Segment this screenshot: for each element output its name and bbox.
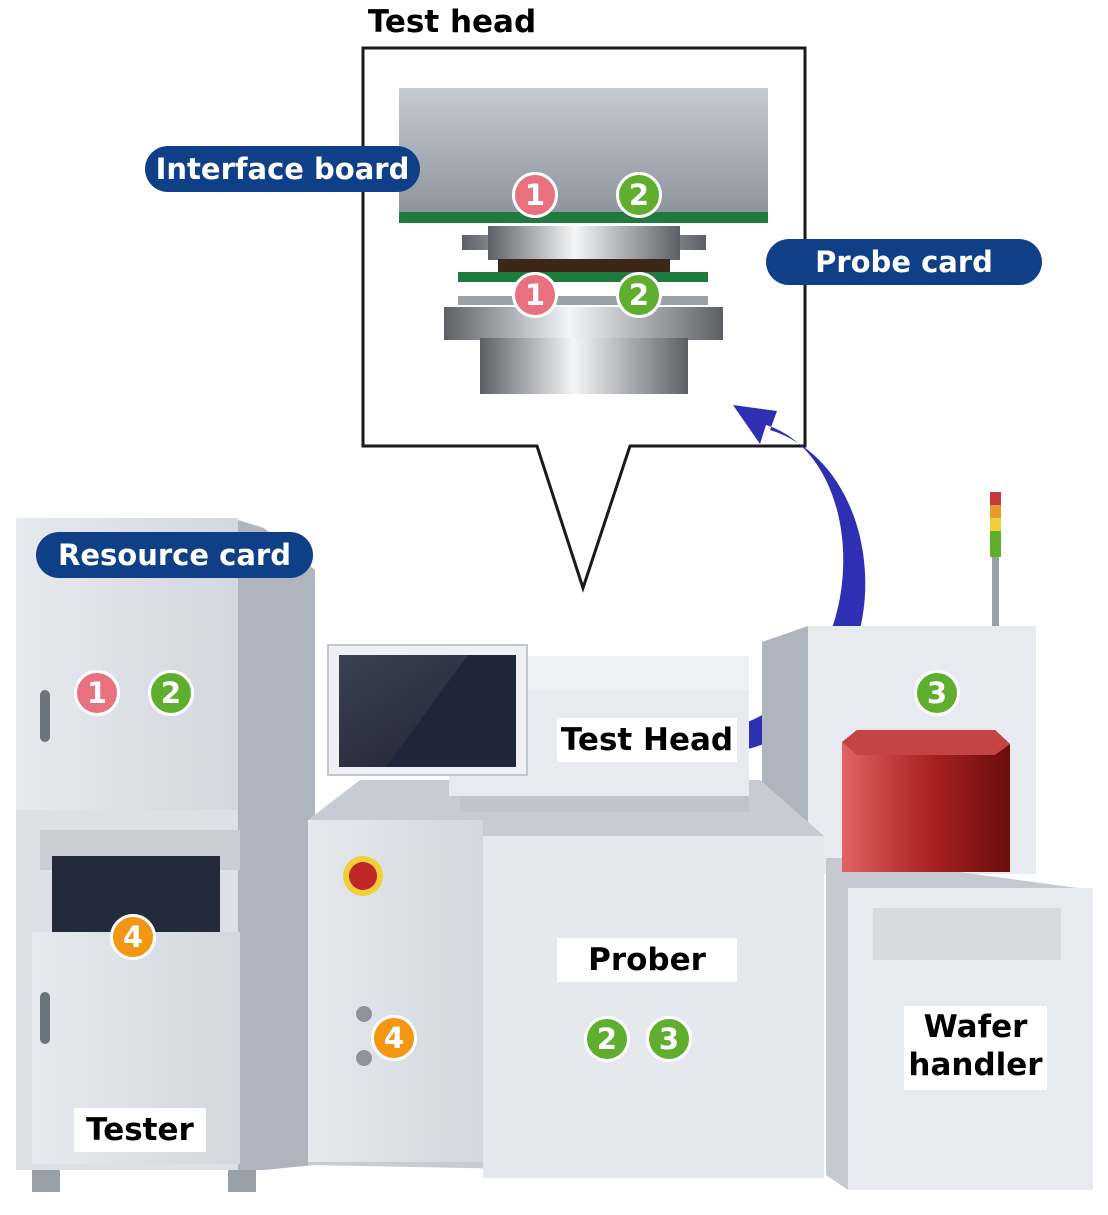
- probe-card-stiffener: [458, 296, 708, 305]
- chuck-ring: [444, 307, 723, 340]
- wafer-handler-label-line1: Wafer: [923, 1009, 1028, 1045]
- test-head-callout-title: Test head: [364, 2, 540, 42]
- badge-1-resource-card: 1: [74, 670, 120, 716]
- badge-2-prober: 2: [584, 1016, 630, 1062]
- badge-2-resource-card: 2: [148, 670, 194, 716]
- prober-label: Prober: [557, 938, 737, 982]
- badge-3-wafer-handler: 3: [914, 670, 960, 716]
- tester-label: Tester: [74, 1108, 206, 1152]
- chuck-body: [480, 338, 688, 394]
- tester-cabinet: [16, 518, 315, 1192]
- resource-card-label: Resource card: [36, 532, 313, 578]
- interface-ring-inner: [488, 226, 680, 260]
- wafer-handler: [762, 492, 1093, 1190]
- interface-board-label: Interface board: [145, 146, 420, 192]
- wafer-handler-label: Wafer handler: [904, 1006, 1047, 1090]
- badge-4-tester: 4: [110, 914, 156, 960]
- probe-card-pcb: [458, 272, 708, 282]
- interface-board-pcb: [399, 212, 768, 223]
- badge-2-interface: 2: [616, 172, 662, 218]
- badge-1-interface: 1: [512, 172, 558, 218]
- wafer-handler-label-line2: handler: [908, 1047, 1043, 1083]
- test-head-block: [399, 88, 768, 214]
- pogo-layer: [498, 259, 670, 274]
- badge-3-prober: 3: [646, 1016, 692, 1062]
- badge-2-probe-card: 2: [616, 272, 662, 318]
- test-head-machine-label: Test Head: [557, 718, 737, 762]
- badge-4-prober: 4: [371, 1015, 417, 1061]
- probe-card-label: Probe card: [766, 239, 1042, 285]
- badge-1-probe-card: 1: [512, 272, 558, 318]
